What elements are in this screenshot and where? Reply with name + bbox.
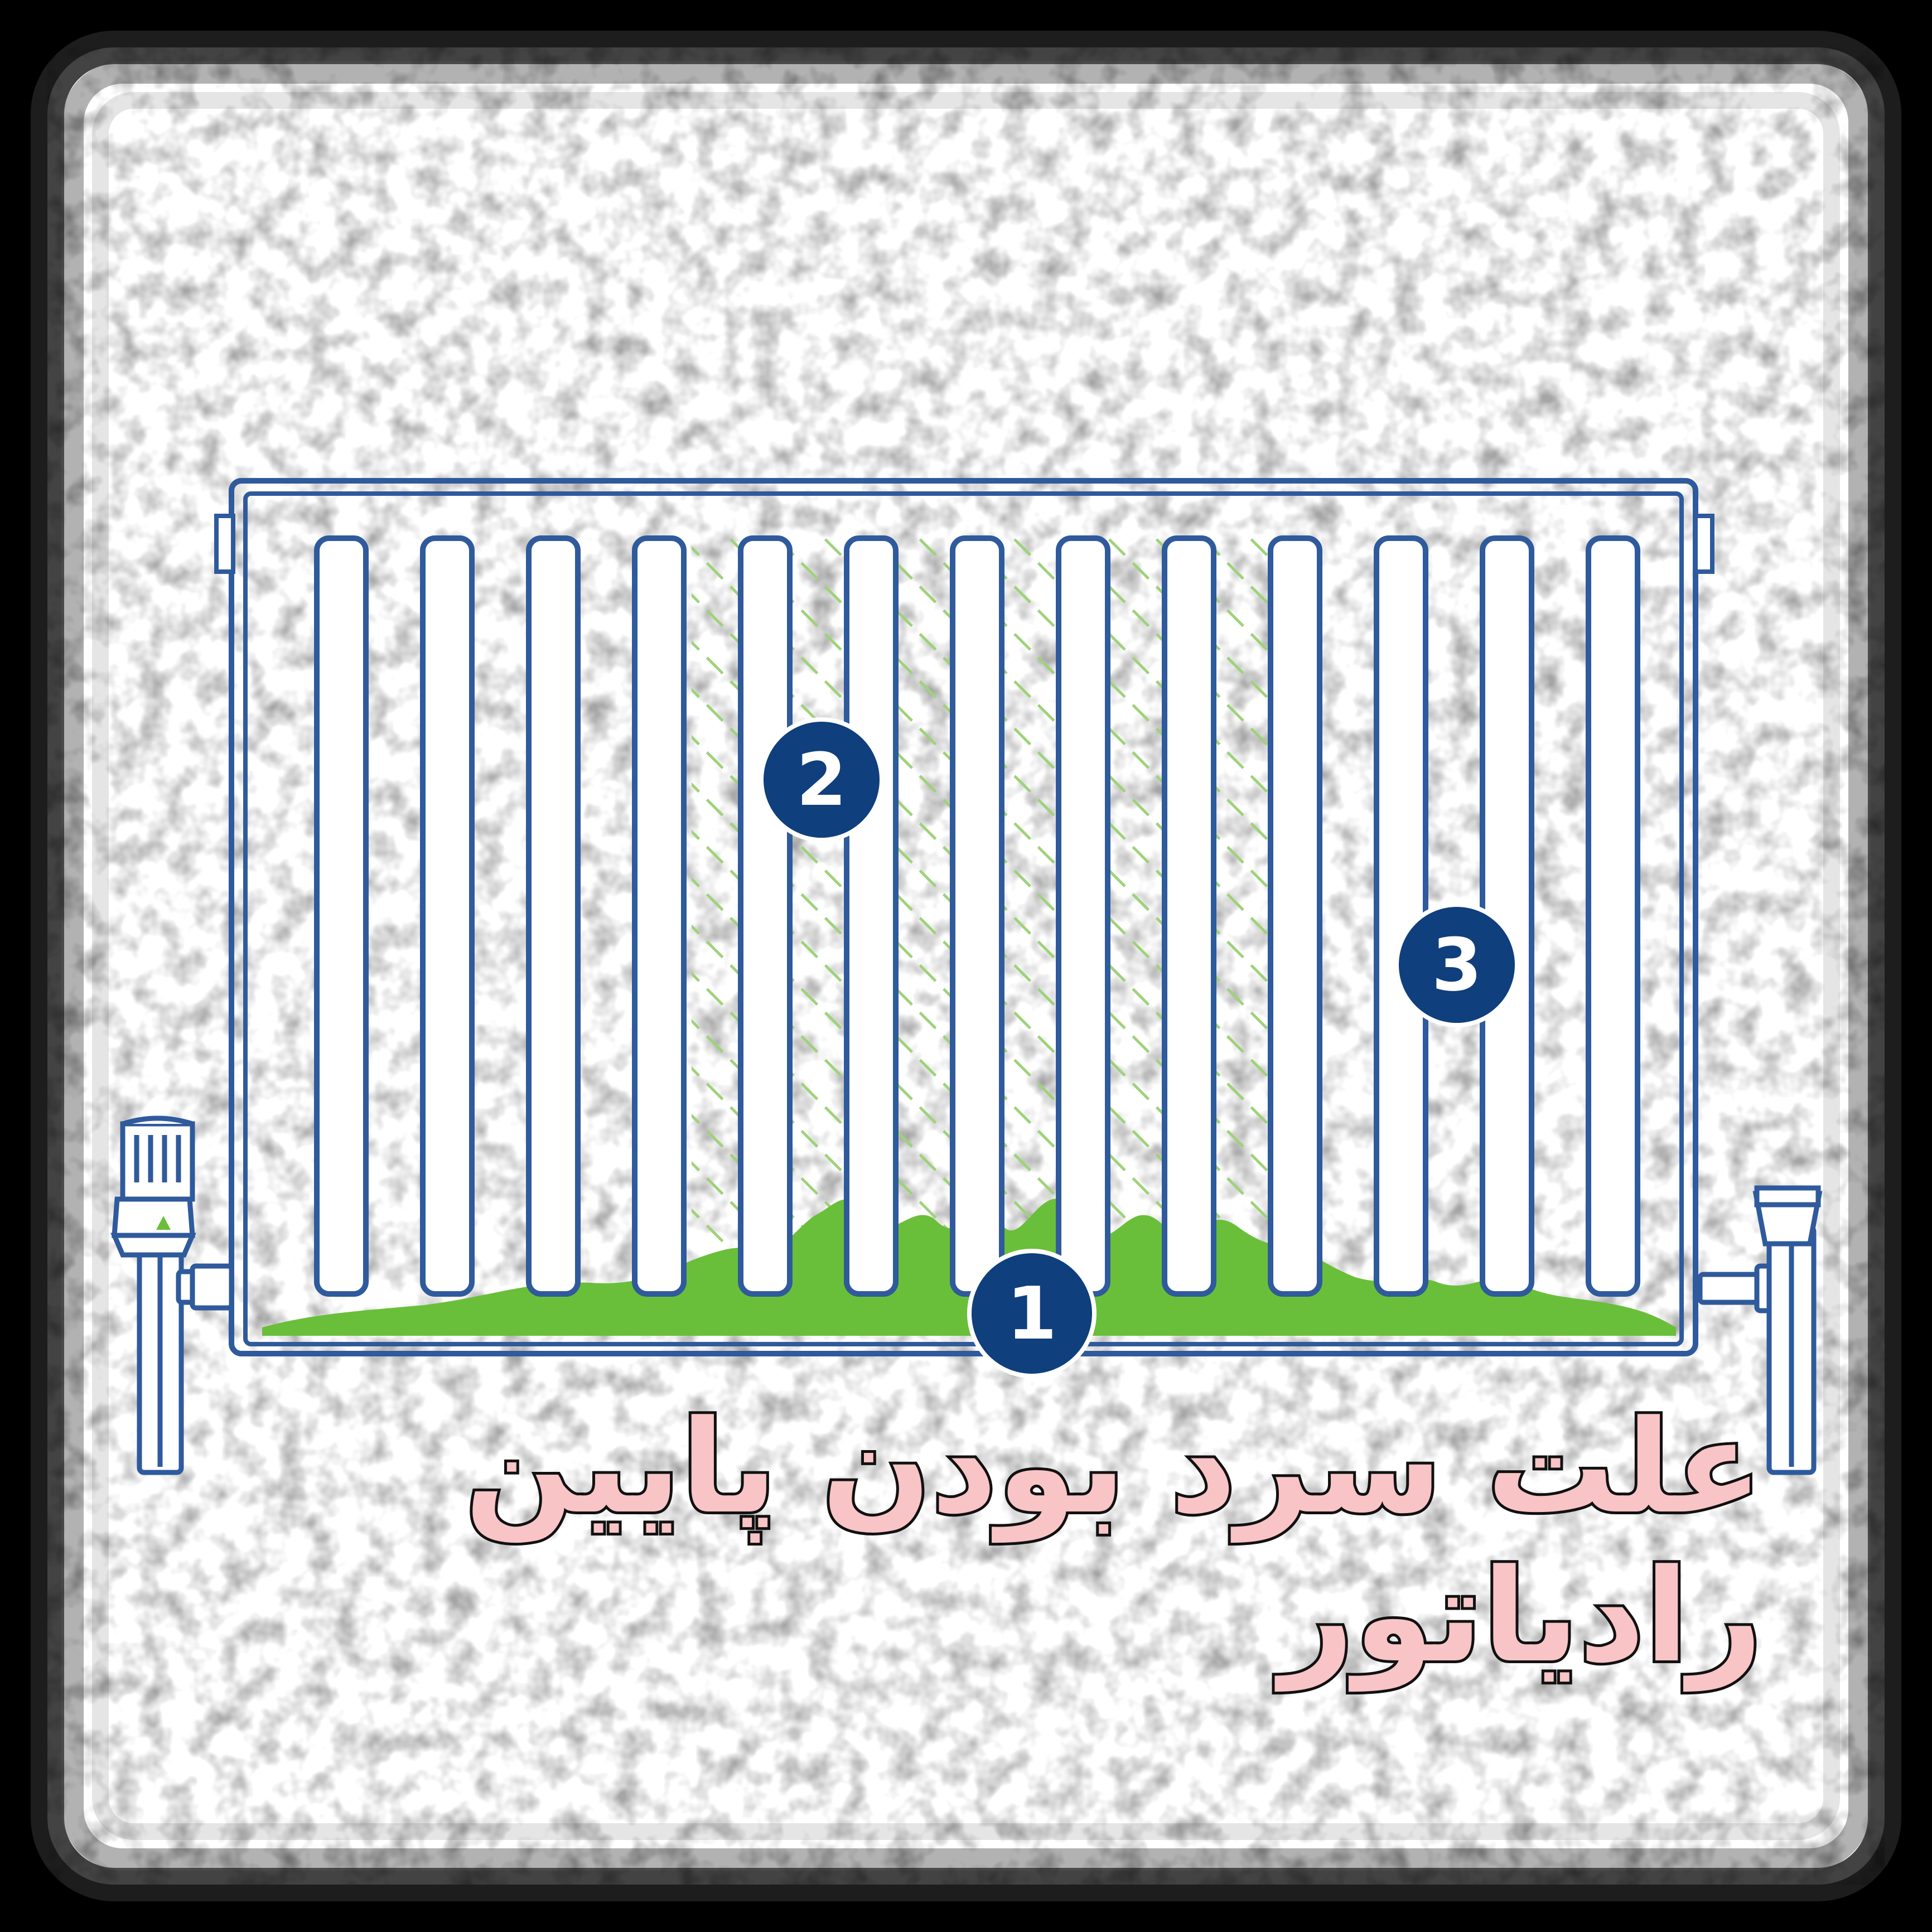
fin bbox=[844, 535, 899, 1297]
fin bbox=[950, 535, 1004, 1297]
fin bbox=[738, 535, 793, 1297]
fin bbox=[1586, 535, 1640, 1297]
page-title: علت سرد بودن پایین رادیاتور bbox=[462, 1390, 1763, 1694]
marker-3: 3 bbox=[1394, 902, 1519, 1027]
svg-text:2: 2 bbox=[796, 737, 847, 822]
radiator-outer-frame bbox=[229, 478, 1698, 1356]
left-bracket bbox=[214, 514, 235, 574]
fin bbox=[632, 535, 687, 1297]
thermostatic-valve bbox=[110, 1115, 234, 1475]
fin bbox=[1162, 535, 1216, 1297]
svg-text:3: 3 bbox=[1432, 922, 1482, 1007]
radiator-inner-frame bbox=[243, 491, 1684, 1346]
right-bracket bbox=[1693, 514, 1714, 574]
svg-text:1: 1 bbox=[1007, 1271, 1057, 1356]
marker-1: 1 bbox=[967, 1249, 1097, 1378]
fin bbox=[1056, 535, 1110, 1297]
lockshield-valve bbox=[1697, 1185, 1823, 1475]
valve-indicator-icon bbox=[156, 1216, 171, 1230]
fin bbox=[314, 535, 369, 1297]
marker-2: 2 bbox=[759, 717, 884, 842]
fin bbox=[420, 535, 475, 1297]
radiator bbox=[214, 478, 1714, 1356]
fin bbox=[1268, 535, 1322, 1297]
radiator-fins bbox=[314, 535, 1640, 1297]
fin bbox=[526, 535, 581, 1297]
